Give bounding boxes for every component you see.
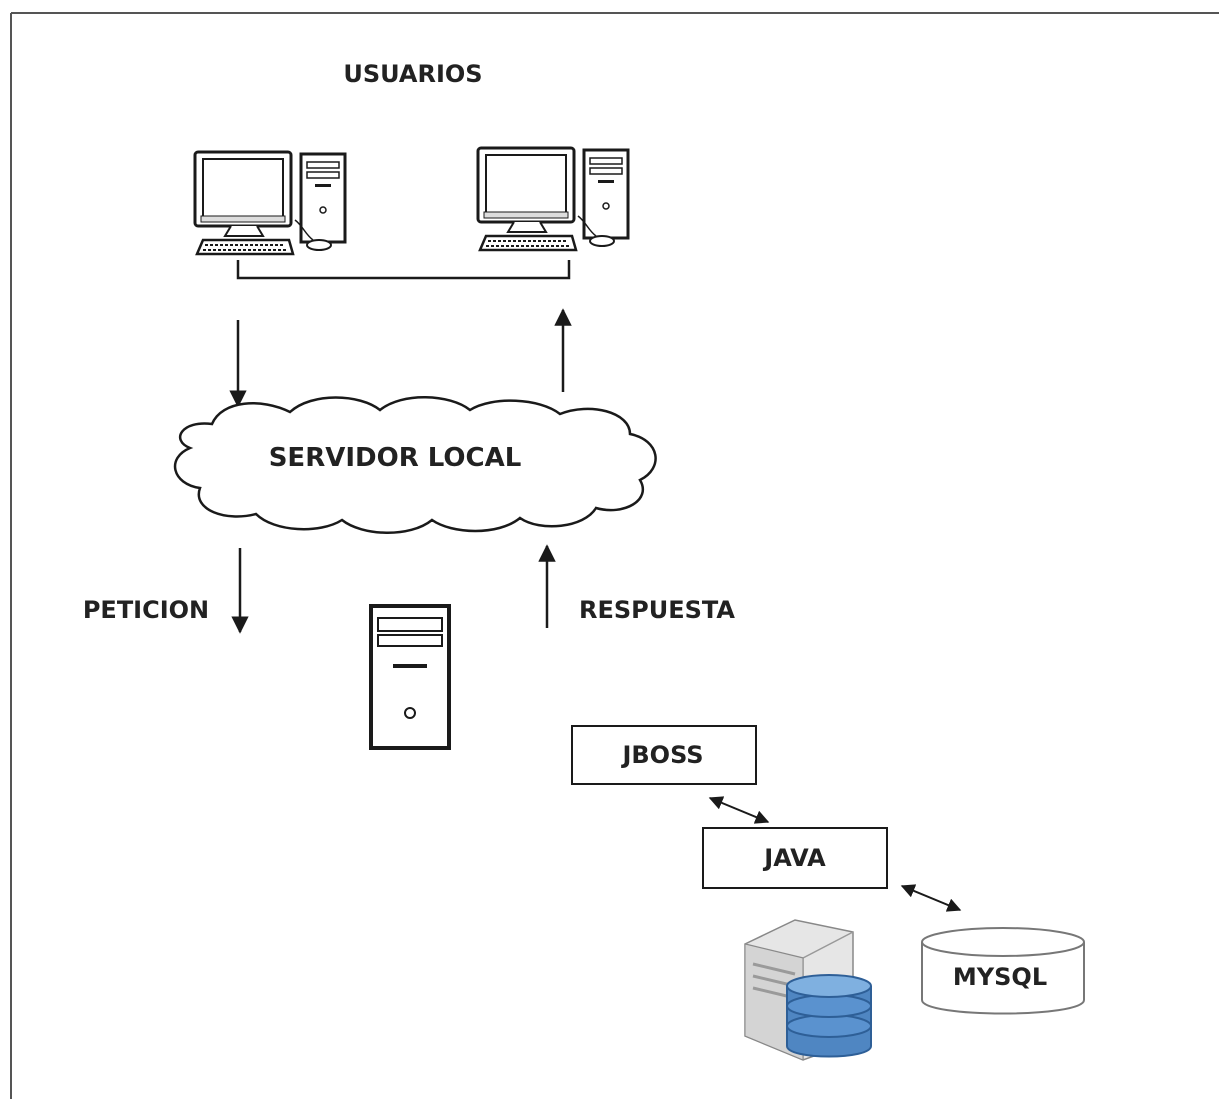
users-connector bbox=[236, 260, 571, 280]
jboss-java-arrow bbox=[708, 796, 770, 824]
response-label: RESPUESTA bbox=[579, 596, 735, 624]
workstation-right bbox=[476, 146, 630, 252]
local-server-label: SERVIDOR LOCAL bbox=[269, 443, 522, 473]
jboss-box bbox=[571, 725, 757, 785]
server-tower-icon bbox=[369, 604, 451, 750]
java-label: JAVA bbox=[762, 844, 826, 872]
java-mysql-arrow bbox=[900, 884, 962, 912]
mysql-label: MYSQL bbox=[953, 963, 1047, 991]
request-label: PETICION bbox=[83, 596, 209, 624]
desktop-computer-icon bbox=[476, 146, 630, 252]
workstation-left bbox=[193, 150, 347, 256]
mysql-database: MYSQL bbox=[921, 927, 1085, 1015]
desktop-computer-icon bbox=[193, 150, 347, 256]
jboss-label: JBOSS bbox=[620, 741, 703, 769]
database-server-icon bbox=[744, 919, 872, 1061]
local-server-cloud bbox=[173, 396, 657, 534]
java-box bbox=[702, 827, 888, 889]
users-label: USUARIOS bbox=[343, 60, 482, 88]
